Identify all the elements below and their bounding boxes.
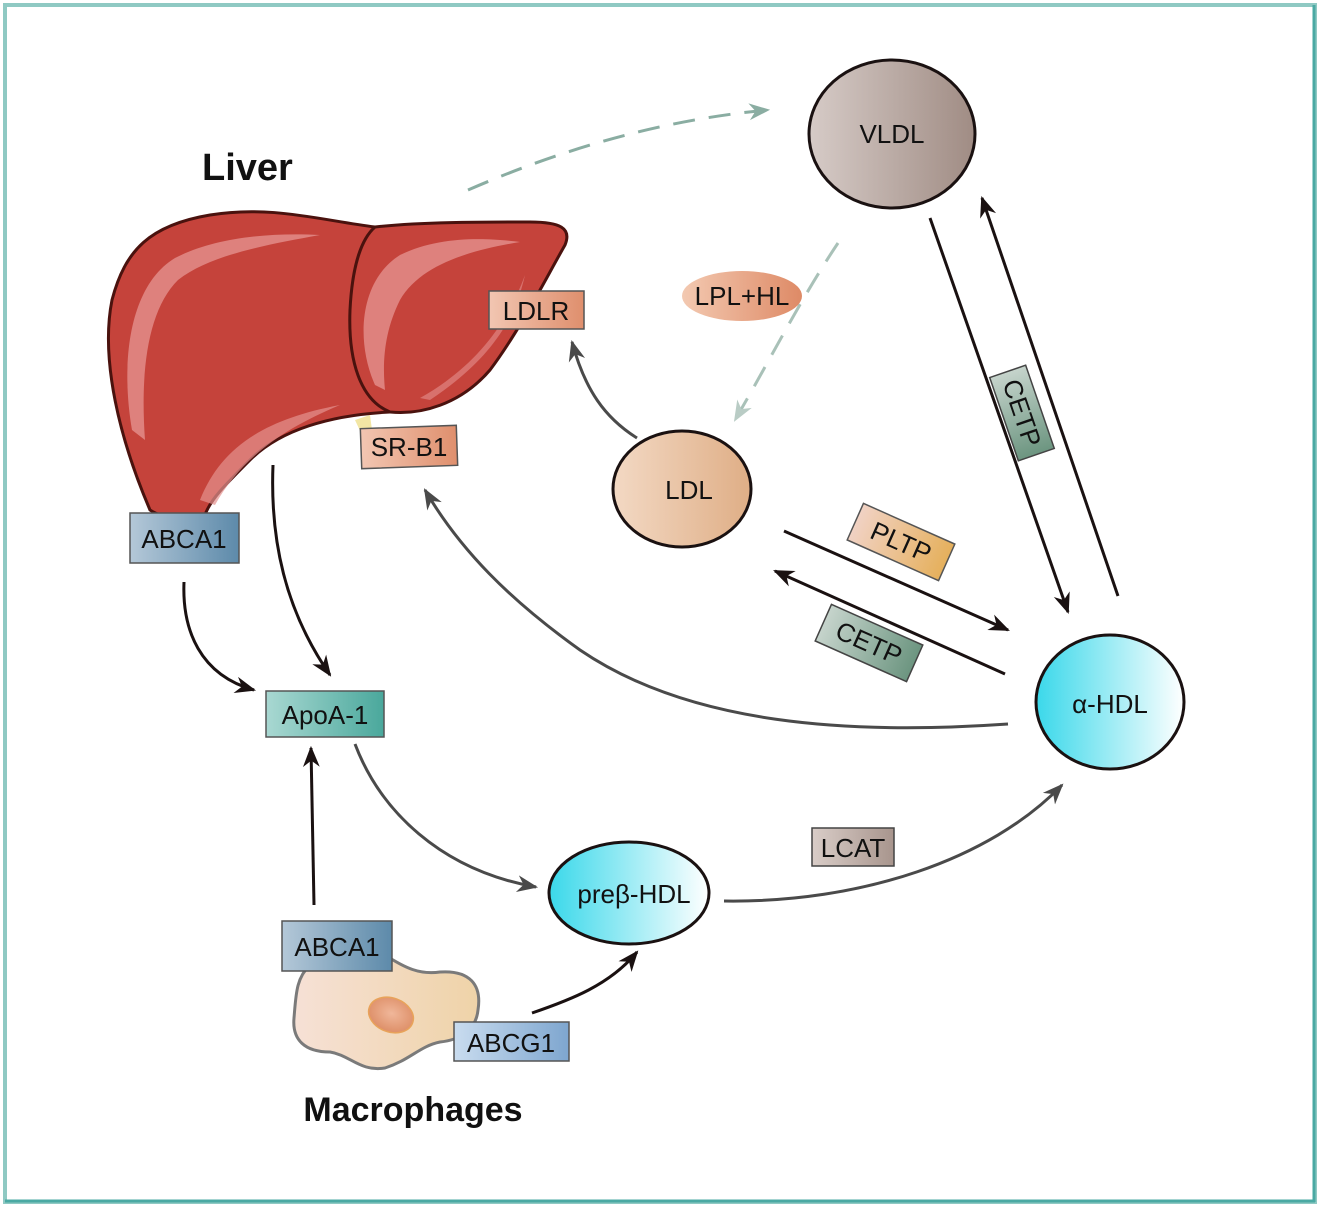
- macrophage-nucleus: [367, 996, 415, 1034]
- lpl-hl-ellipse: [682, 271, 802, 321]
- cetp-vertical-box: [988, 364, 1056, 462]
- macrophages-title: Macrophages: [303, 1091, 522, 1129]
- lpl-hl-label: LPL+HL: [695, 281, 790, 311]
- abca1-macrophage-label: ABCA1: [294, 932, 379, 962]
- abca1-liver-box: [129, 512, 240, 564]
- vldl-ellipse: [807, 58, 977, 210]
- abca1-liver-transporter: ABCA1: [129, 512, 240, 564]
- abca1-macrophage-box: [281, 920, 393, 972]
- liver-illustration: [106, 210, 569, 520]
- arrow-ldl-to-ldlr: [568, 339, 638, 440]
- srb1-label: SR-B1: [371, 432, 448, 462]
- lpl-hl-enzyme: LPL+HL: [682, 271, 802, 321]
- arrow-vldl-to-alpha-hdl: [928, 217, 1070, 614]
- pltp-enzyme: PLTP: [846, 502, 956, 582]
- arrow-apoa1-to-prebeta-hdl: [353, 743, 539, 892]
- arrow-abcg1-to-prebeta-hdl: [531, 950, 639, 1015]
- liver-title: Liver: [202, 147, 293, 189]
- ldlr-box: [488, 290, 585, 330]
- abca1-macrophage-transporter: ABCA1: [281, 920, 393, 972]
- ldl-node: LDL: [611, 429, 753, 549]
- outer-frame-border: [3, 3, 1317, 1204]
- arrow-ldl-to-alpha-hdl: [783, 529, 1010, 632]
- arrow-liver-to-vldl: [467, 103, 771, 192]
- macrophage-cell: [292, 948, 481, 1071]
- apoa1-protein: ApoA-1: [265, 690, 385, 738]
- pltp-box: [846, 502, 956, 582]
- ldlr-label: LDLR: [503, 296, 569, 326]
- ldl-ellipse: [611, 429, 753, 549]
- srb1-receptor: SR-B1: [359, 424, 459, 470]
- prebeta-hdl-label: preβ-HDL: [577, 879, 690, 909]
- arrow-alpha-hdl-to-srb1: [423, 488, 1009, 730]
- abcg1-transporter: ABCG1: [453, 1021, 570, 1062]
- abcg1-box: [453, 1021, 570, 1062]
- liver-highlight-right: [363, 239, 520, 390]
- abca1-liver-label: ABCA1: [141, 524, 226, 554]
- alpha-hdl-ellipse: [1034, 633, 1186, 771]
- abcg1-label: ABCG1: [467, 1028, 555, 1058]
- arrow-alpha-hdl-to-vldl: [980, 196, 1120, 597]
- arrow-prebeta-hdl-to-alpha-hdl: [723, 783, 1064, 903]
- liver-highlight-bottom: [200, 405, 340, 505]
- lcat-label: LCAT: [821, 833, 886, 863]
- arrow-abca1-to-apoa1: [182, 581, 257, 694]
- arrow-macrophage-abca1-to-apoa1: [302, 745, 320, 906]
- alpha-hdl-label: α-HDL: [1072, 689, 1148, 719]
- srb1-box: [359, 424, 459, 470]
- prebeta-hdl-node: preβ-HDL: [547, 840, 711, 946]
- prebeta-hdl-ellipse: [547, 840, 711, 946]
- alpha-hdl-node: α-HDL: [1034, 633, 1186, 771]
- arrow-alpha-hdl-to-ldl: [773, 569, 1006, 676]
- apoa1-label: ApoA-1: [282, 700, 369, 730]
- ldl-label: LDL: [665, 475, 713, 505]
- lcat-box: [811, 827, 895, 867]
- ldlr-receptor: LDLR: [488, 290, 585, 330]
- apoa1-box: [265, 690, 385, 738]
- vldl-label: VLDL: [859, 119, 924, 149]
- vldl-node: VLDL: [807, 58, 977, 210]
- arrow-liver-to-apoa1: [271, 464, 332, 677]
- cetp-diagonal-box: [814, 603, 924, 683]
- lcat-enzyme: LCAT: [811, 827, 895, 867]
